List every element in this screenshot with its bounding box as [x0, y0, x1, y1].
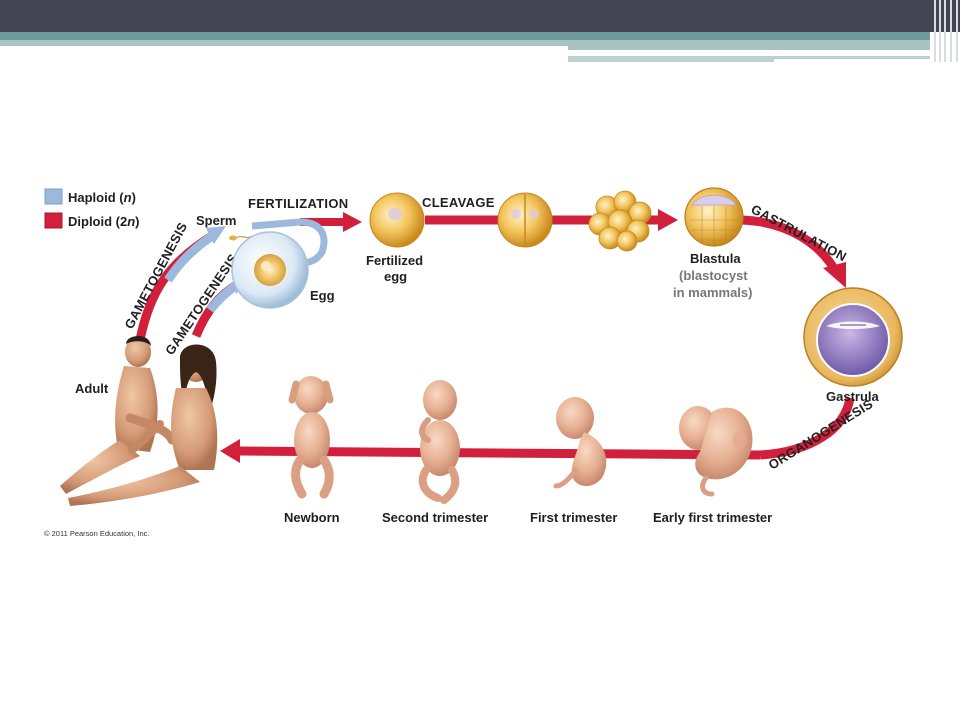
first-trimester-illustration	[553, 397, 607, 489]
slide-accent-stripe-light	[0, 40, 568, 46]
slide-corner-stripes	[930, 0, 960, 62]
blastula-illustration	[684, 187, 744, 247]
gastrula-label: Gastrula	[826, 389, 880, 404]
gametogenesis-label-outer: GAMETOGENESIS	[121, 220, 190, 332]
egg-illustration	[231, 231, 309, 309]
early-first-trimester-illustration	[679, 406, 753, 497]
newborn-label: Newborn	[284, 510, 340, 525]
egg-label: Egg	[310, 288, 335, 303]
cleavage-label: CLEAVAGE	[422, 195, 495, 210]
legend-haploid-swatch	[44, 188, 63, 205]
legend-diploid-swatch	[44, 212, 63, 229]
legend-haploid-label: Haploid (n)	[68, 190, 136, 205]
adult-label: Adult	[75, 381, 109, 396]
blastula-label: Blastula	[690, 251, 741, 266]
slide-accent-stripe-light-right	[568, 40, 930, 50]
second-trimester-label: Second trimester	[382, 510, 488, 525]
gastrulation-label: GASTRULATION	[749, 201, 850, 264]
blastula-note-1: (blastocyst	[679, 268, 748, 283]
fertilized-egg-label-1: Fertilized	[366, 253, 423, 268]
second-trimester-illustration	[418, 380, 460, 504]
copyright-notice: © 2011 Pearson Education, Inc.	[44, 529, 149, 538]
fertilization-label: FERTILIZATION	[248, 196, 348, 211]
slide-top-bar	[0, 0, 960, 32]
sperm-label: Sperm	[196, 213, 236, 228]
slide-accent-stripe-thin	[568, 56, 774, 62]
adults-illustration	[60, 336, 218, 506]
early-first-trimester-label: Early first trimester	[653, 510, 772, 525]
legend: Haploid (n) Diploid (2n)	[44, 188, 140, 229]
two-cell-illustration	[497, 192, 553, 248]
legend-diploid-label: Diploid (2n)	[68, 214, 140, 229]
fertilized-egg-illustration	[369, 192, 425, 248]
slide-accent-stripe	[0, 32, 930, 40]
first-trimester-label: First trimester	[530, 510, 617, 525]
morula-illustration	[588, 190, 652, 252]
organogenesis-label: ORGANOGENESIS	[766, 396, 876, 472]
gastrula-illustration	[803, 287, 903, 387]
blastula-note-2: in mammals)	[673, 285, 752, 300]
newborn-illustration	[288, 376, 334, 499]
fertilized-egg-label-2: egg	[384, 269, 407, 284]
slide-accent-stripe-thin-right	[774, 56, 930, 59]
